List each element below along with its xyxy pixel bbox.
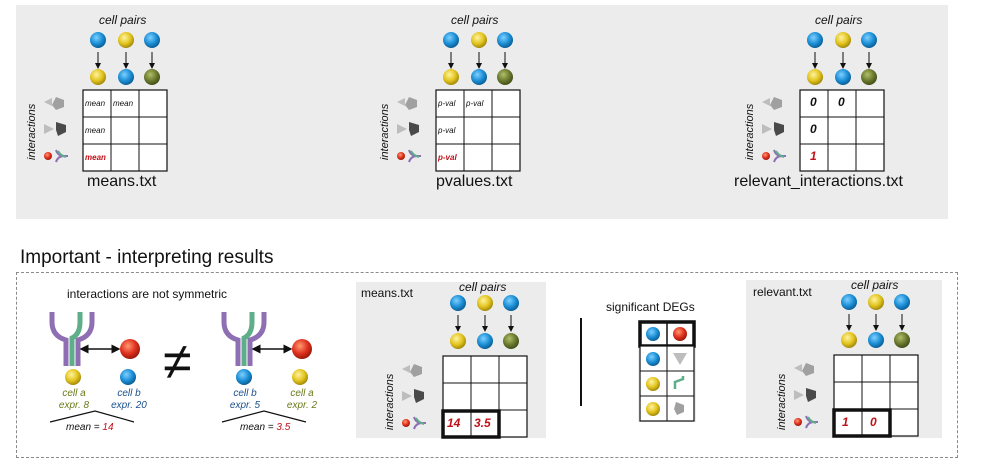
bottom-relevant-cell-pairs: cell pairs: [851, 278, 899, 292]
bottom-means-cell-pairs: cell pairs: [459, 280, 507, 294]
means-cell-2: mean: [113, 99, 134, 108]
cell-pairs-label-2: cell pairs: [451, 13, 499, 27]
cell-pairs-label-3: cell pairs: [815, 13, 863, 27]
rel-cell-4: 1: [810, 149, 817, 163]
rel-cell-1: 0: [810, 95, 817, 109]
section-title: Important - interpreting results: [20, 247, 274, 268]
means-cell-4: mean: [85, 153, 106, 162]
rel-cell-3: 0: [810, 122, 817, 136]
cell-pairs-label: cell pairs: [99, 13, 147, 27]
pval-cell-1: p-val: [438, 99, 456, 108]
left-mean: mean = 14: [66, 422, 114, 433]
degs-title: significant DEGs: [606, 300, 695, 314]
right-mean: mean = 3.5: [240, 422, 291, 433]
bottom-relevant-interactions: interactions: [776, 373, 788, 430]
means-cell-1: mean: [85, 99, 106, 108]
bottom-relevant-value-2: 0: [870, 415, 877, 429]
bottom-relevant-title: relevant.txt: [753, 285, 812, 299]
relevant-filename: relevant_interactions.txt: [734, 173, 903, 190]
not-equal-sign: ≠: [163, 333, 192, 391]
bottom-means-interactions: interactions: [384, 373, 396, 430]
bottom-means-value-2: 3.5: [474, 416, 491, 430]
rel-cell-2: 0: [838, 95, 845, 109]
means-filename: means.txt: [87, 173, 157, 190]
means-cell-3: mean: [85, 126, 106, 135]
interactions-label-2: interactions: [379, 103, 391, 160]
pval-cell-2: p-val: [466, 99, 484, 108]
interactions-label: interactions: [26, 103, 38, 160]
pval-cell-4: p-val: [438, 153, 457, 162]
bottom-means-value-1: 14: [447, 416, 461, 430]
pvalues-filename: pvalues.txt: [436, 173, 513, 190]
interpretation-box: [16, 272, 958, 458]
symmetry-title: interactions are not symmetric: [67, 287, 228, 301]
bottom-means-title: means.txt: [361, 286, 414, 300]
bottom-relevant-value-1: 1: [842, 415, 849, 429]
pval-cell-3: p-val: [438, 126, 456, 135]
interactions-label-3: interactions: [744, 103, 756, 160]
